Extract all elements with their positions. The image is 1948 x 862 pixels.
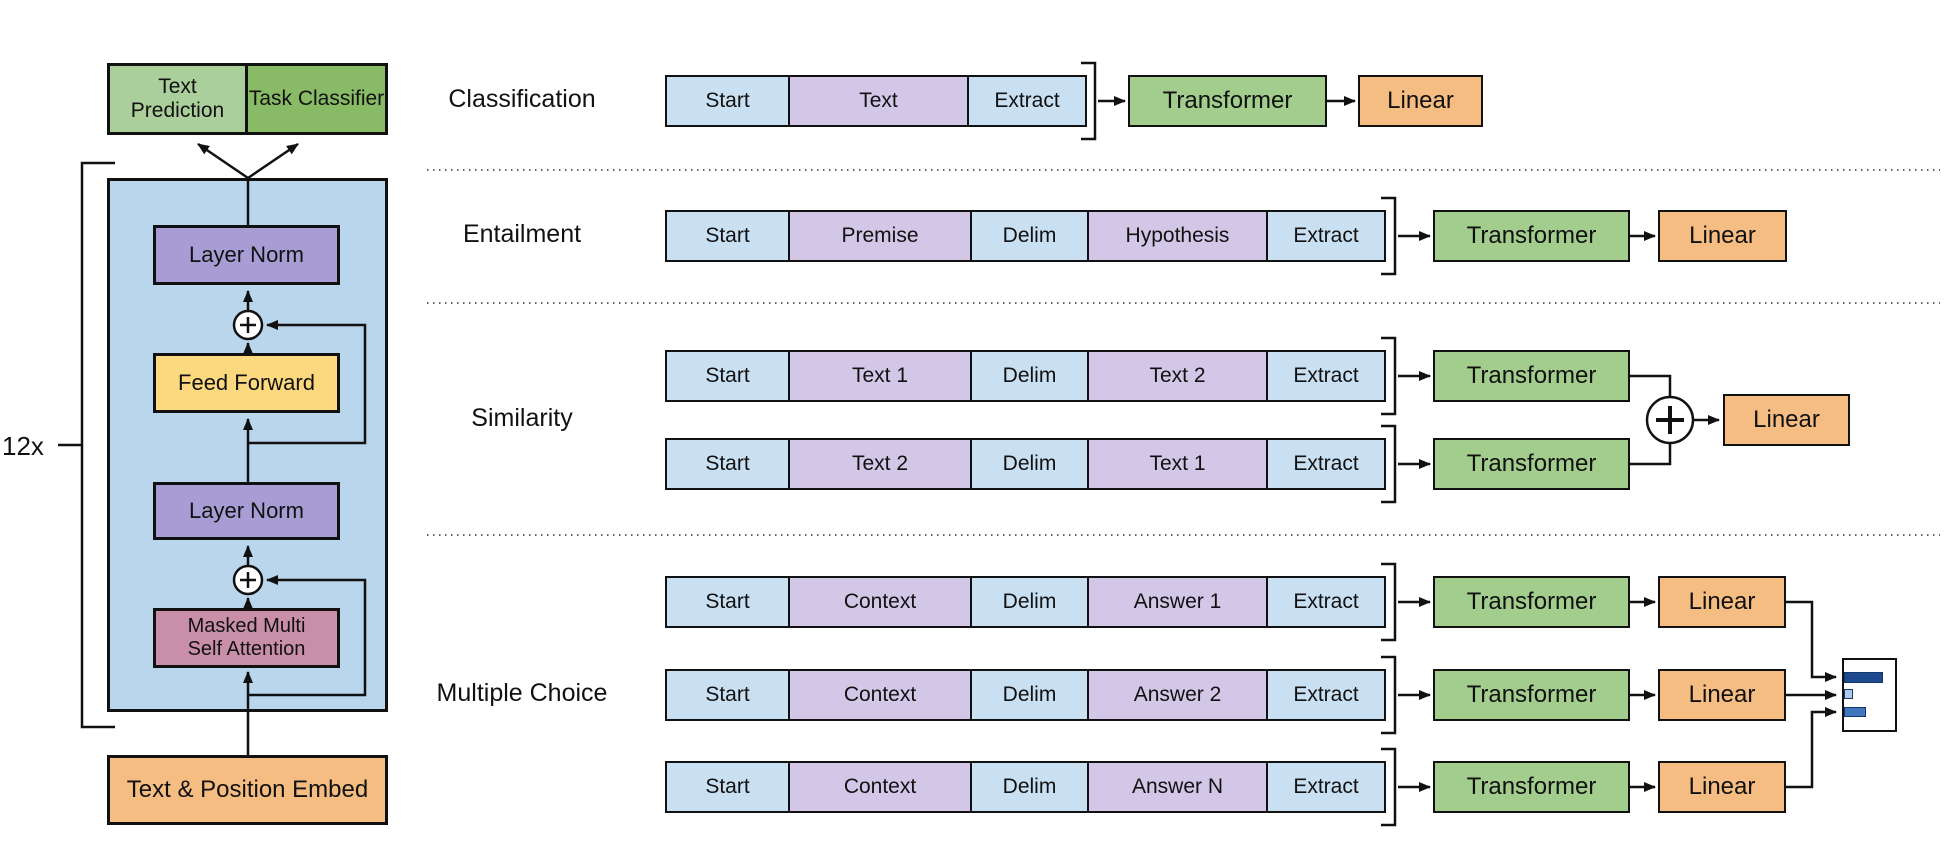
- masked-attention-box: Masked Multi Self Attention: [153, 608, 340, 668]
- task-label-classification: Classification: [448, 85, 596, 113]
- token-cell: Start: [667, 763, 788, 811]
- token-cell: Extract: [1266, 212, 1384, 260]
- token-cell: Premise: [788, 212, 970, 260]
- token-cell: Context: [788, 578, 970, 626]
- transformer-box: Transformer: [1128, 75, 1327, 127]
- similarity-merge-line: [1630, 444, 1672, 466]
- feed-forward-box: Feed Forward: [153, 353, 340, 413]
- token-cell: Answer 1: [1087, 578, 1266, 626]
- answer-score-bar: [1844, 689, 1853, 699]
- token-cell: Delim: [970, 578, 1087, 626]
- layer-norm-top-box: Layer Norm: [153, 225, 340, 285]
- text-prediction-box: Text Prediction: [107, 63, 248, 135]
- token-cell: Start: [667, 578, 788, 626]
- token-cell: Hypothesis: [1087, 212, 1266, 260]
- token-cell: Context: [788, 671, 970, 719]
- linear-box: Linear: [1358, 75, 1483, 127]
- transformer-box: Transformer: [1433, 438, 1630, 490]
- token-cell: Text 2: [1087, 352, 1266, 400]
- token-cell: Answer N: [1087, 763, 1266, 811]
- add-icon: [1645, 395, 1695, 445]
- output-heads-box: Text Prediction Task Classifier: [107, 63, 388, 135]
- token-cell: Text: [788, 77, 967, 125]
- mc-output-line: [1786, 600, 1837, 682]
- transformer-box: Transformer: [1433, 669, 1630, 721]
- token-cell: Start: [667, 77, 788, 125]
- token-cell: Start: [667, 212, 788, 260]
- token-cell: Answer 2: [1087, 671, 1266, 719]
- token-cell: Extract: [1266, 440, 1384, 488]
- token-cell: Delim: [970, 763, 1087, 811]
- token-cell: Delim: [970, 352, 1087, 400]
- flow-arrow-to-task-classifier: [247, 142, 299, 180]
- token-cell: Text 1: [788, 352, 970, 400]
- linear-box: Linear: [1658, 761, 1786, 813]
- token-cell: Extract: [1266, 352, 1384, 400]
- task-label-similarity: Similarity: [471, 404, 573, 432]
- token-cell: Start: [667, 352, 788, 400]
- token-cell: Extract: [967, 77, 1085, 125]
- token-cell: Context: [788, 763, 970, 811]
- token-cell: Start: [667, 671, 788, 719]
- token-cell: Start: [667, 440, 788, 488]
- transformer-box: Transformer: [1433, 576, 1630, 628]
- similarity-merge-line: [1630, 374, 1672, 396]
- embed-box: Text & Position Embed: [107, 755, 388, 825]
- token-cell: Delim: [970, 212, 1087, 260]
- token-cell: Extract: [1266, 671, 1384, 719]
- layer-norm-bottom-box: Layer Norm: [153, 482, 340, 540]
- token-cell: Extract: [1266, 763, 1384, 811]
- token-cell: Text 1: [1087, 440, 1266, 488]
- token-cell: Text 2: [788, 440, 970, 488]
- task-classifier-box: Task Classifier: [248, 63, 388, 135]
- linear-box: Linear: [1723, 394, 1850, 446]
- token-cell: Delim: [970, 671, 1087, 719]
- linear-box: Linear: [1658, 669, 1786, 721]
- answer-score-bar: [1844, 672, 1883, 683]
- linear-box: Linear: [1658, 576, 1786, 628]
- answer-score-bar: [1844, 707, 1866, 717]
- mc-output-line: [1786, 707, 1837, 789]
- transformer-box: Transformer: [1433, 210, 1630, 262]
- token-cell: Extract: [1266, 578, 1384, 626]
- task-label-multiple-choice: Multiple Choice: [436, 679, 608, 707]
- repeat-12x-label: 12x: [2, 431, 44, 461]
- task-label-entailment: Entailment: [462, 220, 582, 248]
- transformer-box: Transformer: [1433, 350, 1630, 402]
- transformer-box: Transformer: [1433, 761, 1630, 813]
- flow-arrow-to-text-prediction: [197, 142, 249, 180]
- linear-box: Linear: [1658, 210, 1787, 262]
- token-cell: Delim: [970, 440, 1087, 488]
